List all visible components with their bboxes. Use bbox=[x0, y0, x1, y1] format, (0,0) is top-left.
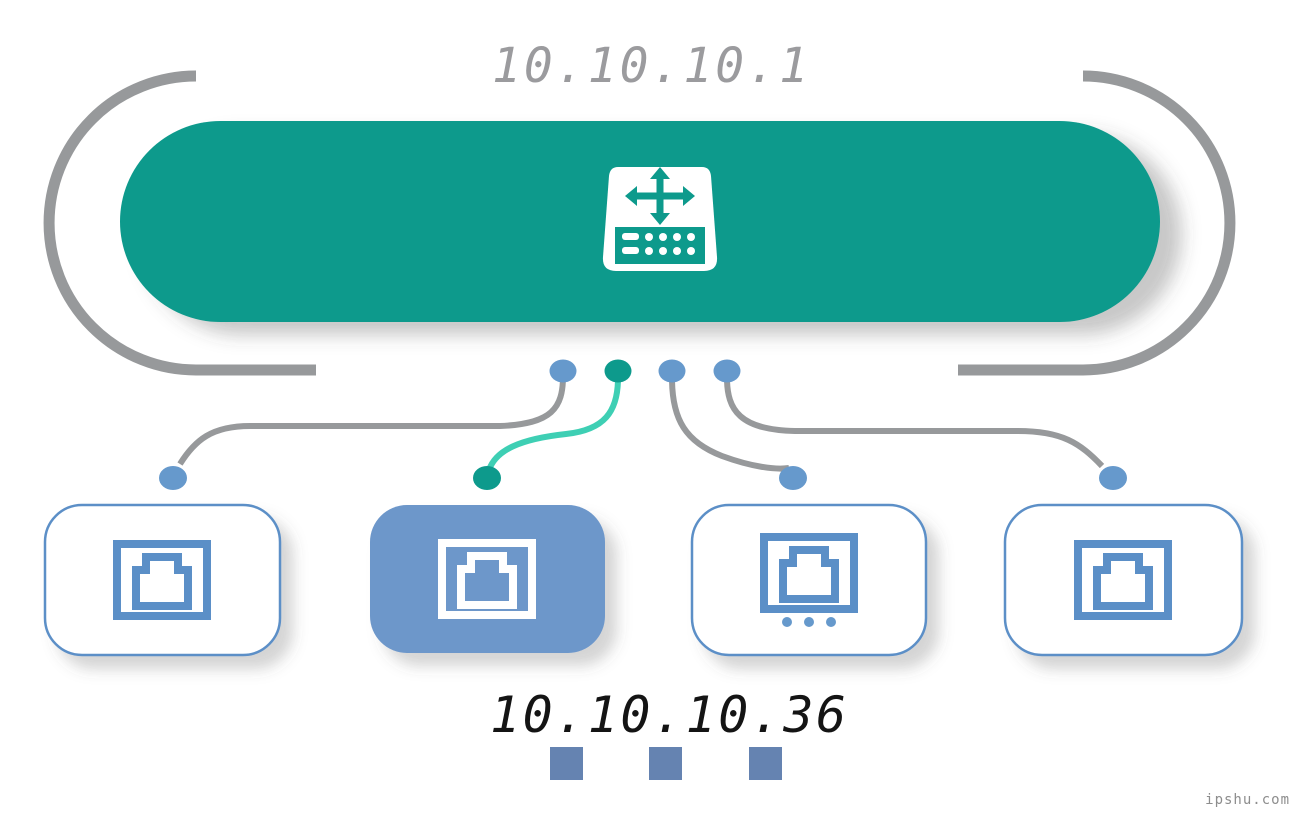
ethernet-port-icon-4 bbox=[1074, 540, 1172, 620]
device-box-2-highlighted bbox=[370, 505, 605, 653]
link-line-1 bbox=[177, 375, 566, 466]
decor-square-3 bbox=[749, 747, 782, 780]
device-endpoint-dot-4 bbox=[1099, 466, 1127, 490]
device-box-1 bbox=[43, 503, 282, 657]
device-endpoint-dot-1 bbox=[159, 466, 187, 490]
device-box-3 bbox=[690, 503, 928, 657]
link-line-4 bbox=[724, 377, 1105, 469]
device-endpoint-dot-3 bbox=[779, 466, 807, 490]
router-port-dot-1 bbox=[549, 359, 577, 383]
decor-square-2 bbox=[649, 747, 682, 780]
device-endpoint-dot-2-active bbox=[473, 466, 501, 490]
ethernet-port-icon-2 bbox=[438, 539, 536, 619]
ethernet-port-icon-1 bbox=[113, 540, 211, 620]
switch-port-panel bbox=[615, 227, 705, 264]
ellipsis-dots-icon bbox=[782, 617, 836, 627]
router-port-dot-3 bbox=[658, 359, 686, 383]
device-box-4 bbox=[1003, 503, 1244, 657]
router-ip-label: 10.10.10.1 bbox=[492, 38, 811, 94]
client-ip-label: 10.10.10.36 bbox=[490, 686, 849, 744]
link-line-3 bbox=[669, 377, 790, 472]
right-bracket-arc bbox=[958, 70, 1236, 376]
network-switch-icon bbox=[602, 167, 718, 271]
router-port-dot-2-active bbox=[604, 359, 632, 383]
ethernet-port-icon-3 bbox=[760, 533, 858, 613]
link-line-2-active bbox=[486, 377, 621, 472]
decor-square-1 bbox=[550, 747, 583, 780]
watermark-text: ipshu.com bbox=[1205, 792, 1290, 808]
four-direction-arrows-icon bbox=[625, 167, 695, 225]
router-port-dot-4 bbox=[713, 359, 741, 383]
left-bracket-arc bbox=[43, 70, 316, 376]
